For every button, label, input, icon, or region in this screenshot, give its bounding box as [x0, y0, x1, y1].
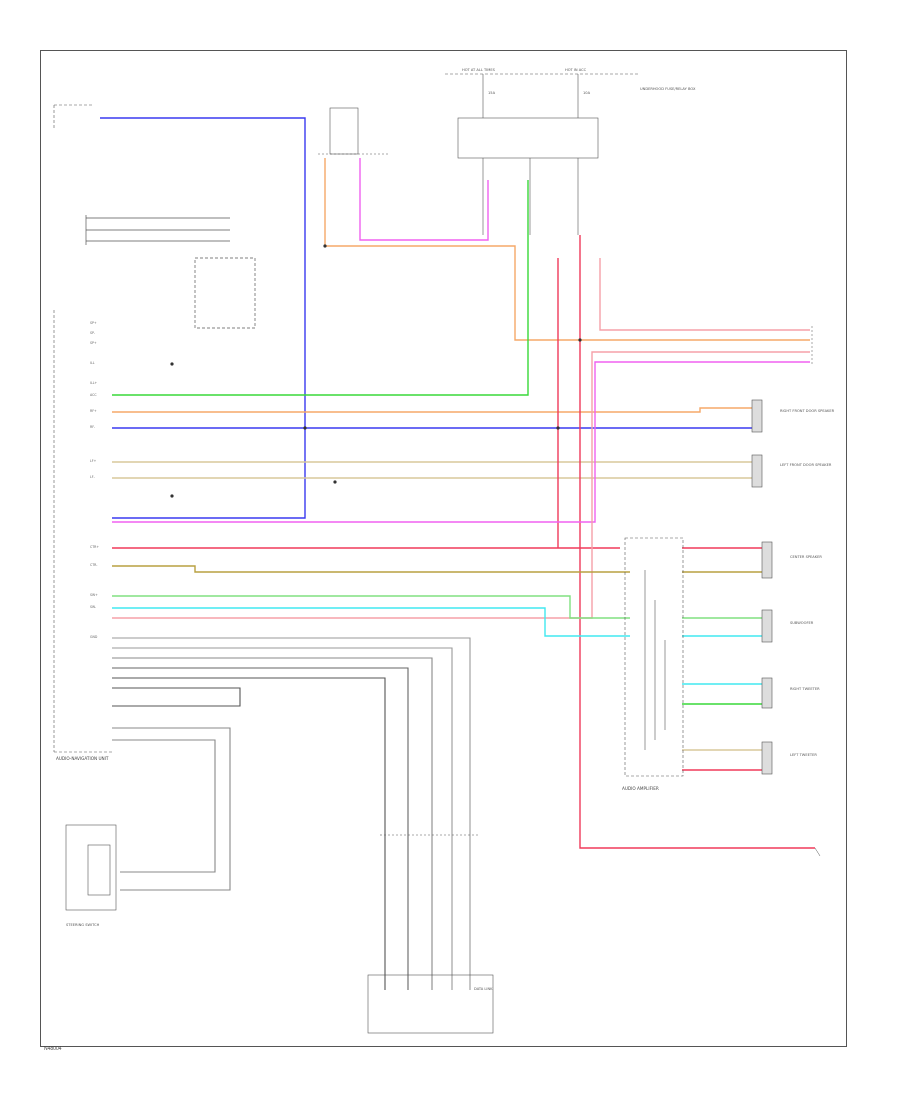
svg-text:ACC: ACC	[90, 393, 97, 397]
right-terminations	[811, 326, 821, 857]
amplifier-block	[624, 537, 684, 777]
speaker-rt-label: RIGHT TWEETER	[790, 687, 820, 691]
wire-gray-3	[112, 657, 433, 990]
left-connector-bracket	[85, 215, 256, 329]
wire-salmon2	[112, 351, 810, 619]
amplifier-label: AUDIO AMPLIFIER	[622, 786, 659, 791]
svg-text:SP-: SP-	[90, 331, 95, 335]
wire-olive	[112, 565, 630, 573]
speaker-rf-label: RIGHT FRONT DOOR SPEAKER	[780, 409, 835, 413]
relay-box	[318, 107, 388, 155]
audio-unit-border	[53, 104, 112, 753]
svg-text:SP+: SP+	[90, 341, 97, 345]
svg-text:SP+: SP+	[90, 321, 97, 325]
svg-text:SW-: SW-	[90, 605, 96, 609]
svg-text:GND: GND	[90, 635, 98, 639]
wire-red-ground	[579, 235, 815, 849]
wire-gray-6	[112, 687, 241, 707]
top-fuse-right-rating: 10A	[583, 91, 591, 95]
fuse-box-note: UNDERHOOD FUSE/RELAY BOX	[640, 87, 696, 91]
audio-unit-label: AUDIO-NAVIGATION UNIT	[56, 756, 109, 761]
svg-text:CTR-: CTR-	[90, 563, 97, 567]
diagram-frame	[40, 50, 847, 1047]
svg-text:ILL+: ILL+	[90, 381, 97, 385]
page-id: N48004	[44, 1046, 62, 1052]
wire-salmon	[599, 258, 810, 331]
speaker-center-label: CENTER SPEAKER	[790, 555, 822, 559]
steering-switch	[65, 824, 117, 911]
wires-gray-bundle	[112, 637, 471, 990]
wire-gray-4	[112, 667, 409, 990]
splices	[170, 244, 582, 498]
wire-green	[112, 180, 529, 396]
svg-text:SW+: SW+	[90, 593, 98, 597]
speaker-lt-label: LEFT TWEETER	[790, 753, 817, 757]
data-link-label: DATA LINK	[474, 987, 493, 991]
wire-gray-5	[112, 677, 386, 990]
wire-cyan	[112, 607, 630, 637]
wire-gray-1	[112, 637, 471, 990]
svg-text:RF-: RF-	[90, 425, 95, 429]
speaker-lf-label: LEFT FRONT DOOR SPEAKER	[780, 463, 832, 467]
wire-pink-upper	[112, 361, 810, 523]
wire-gray-8	[112, 739, 216, 873]
wires	[100, 117, 815, 849]
svg-text:ILL: ILL	[90, 361, 95, 365]
top-fuse-area	[445, 73, 640, 235]
svg-text:LF-: LF-	[90, 475, 95, 479]
wire-orange-rf	[112, 407, 752, 413]
top-fuse-right-title: HOT IN ACC	[565, 68, 587, 72]
wire-lightgreen	[112, 595, 630, 619]
svg-text:RF+: RF+	[90, 409, 97, 413]
top-fuse-left-rating: 15A	[488, 91, 496, 95]
svg-text:LF+: LF+	[90, 459, 97, 463]
speaker-sub-label: SUBWOOFER	[790, 621, 814, 625]
pin-labels: SP+ SP- SP+ ILL ILL+ ACC RF+ RF- LF+ LF-…	[90, 321, 99, 639]
top-fuse-left-title: HOT AT ALL TIMES	[462, 68, 496, 72]
wire-orange-long	[324, 158, 810, 341]
wire-pink	[359, 158, 489, 241]
wire-blue-top	[100, 117, 306, 519]
wire-gray-2	[112, 647, 453, 990]
speaker-symbols	[751, 399, 773, 775]
data-link-connector	[367, 834, 494, 1034]
steering-switch-label: STEERING SWITCH	[66, 923, 100, 927]
svg-text:CTR+: CTR+	[90, 545, 99, 549]
wire-gray-7	[112, 727, 231, 891]
